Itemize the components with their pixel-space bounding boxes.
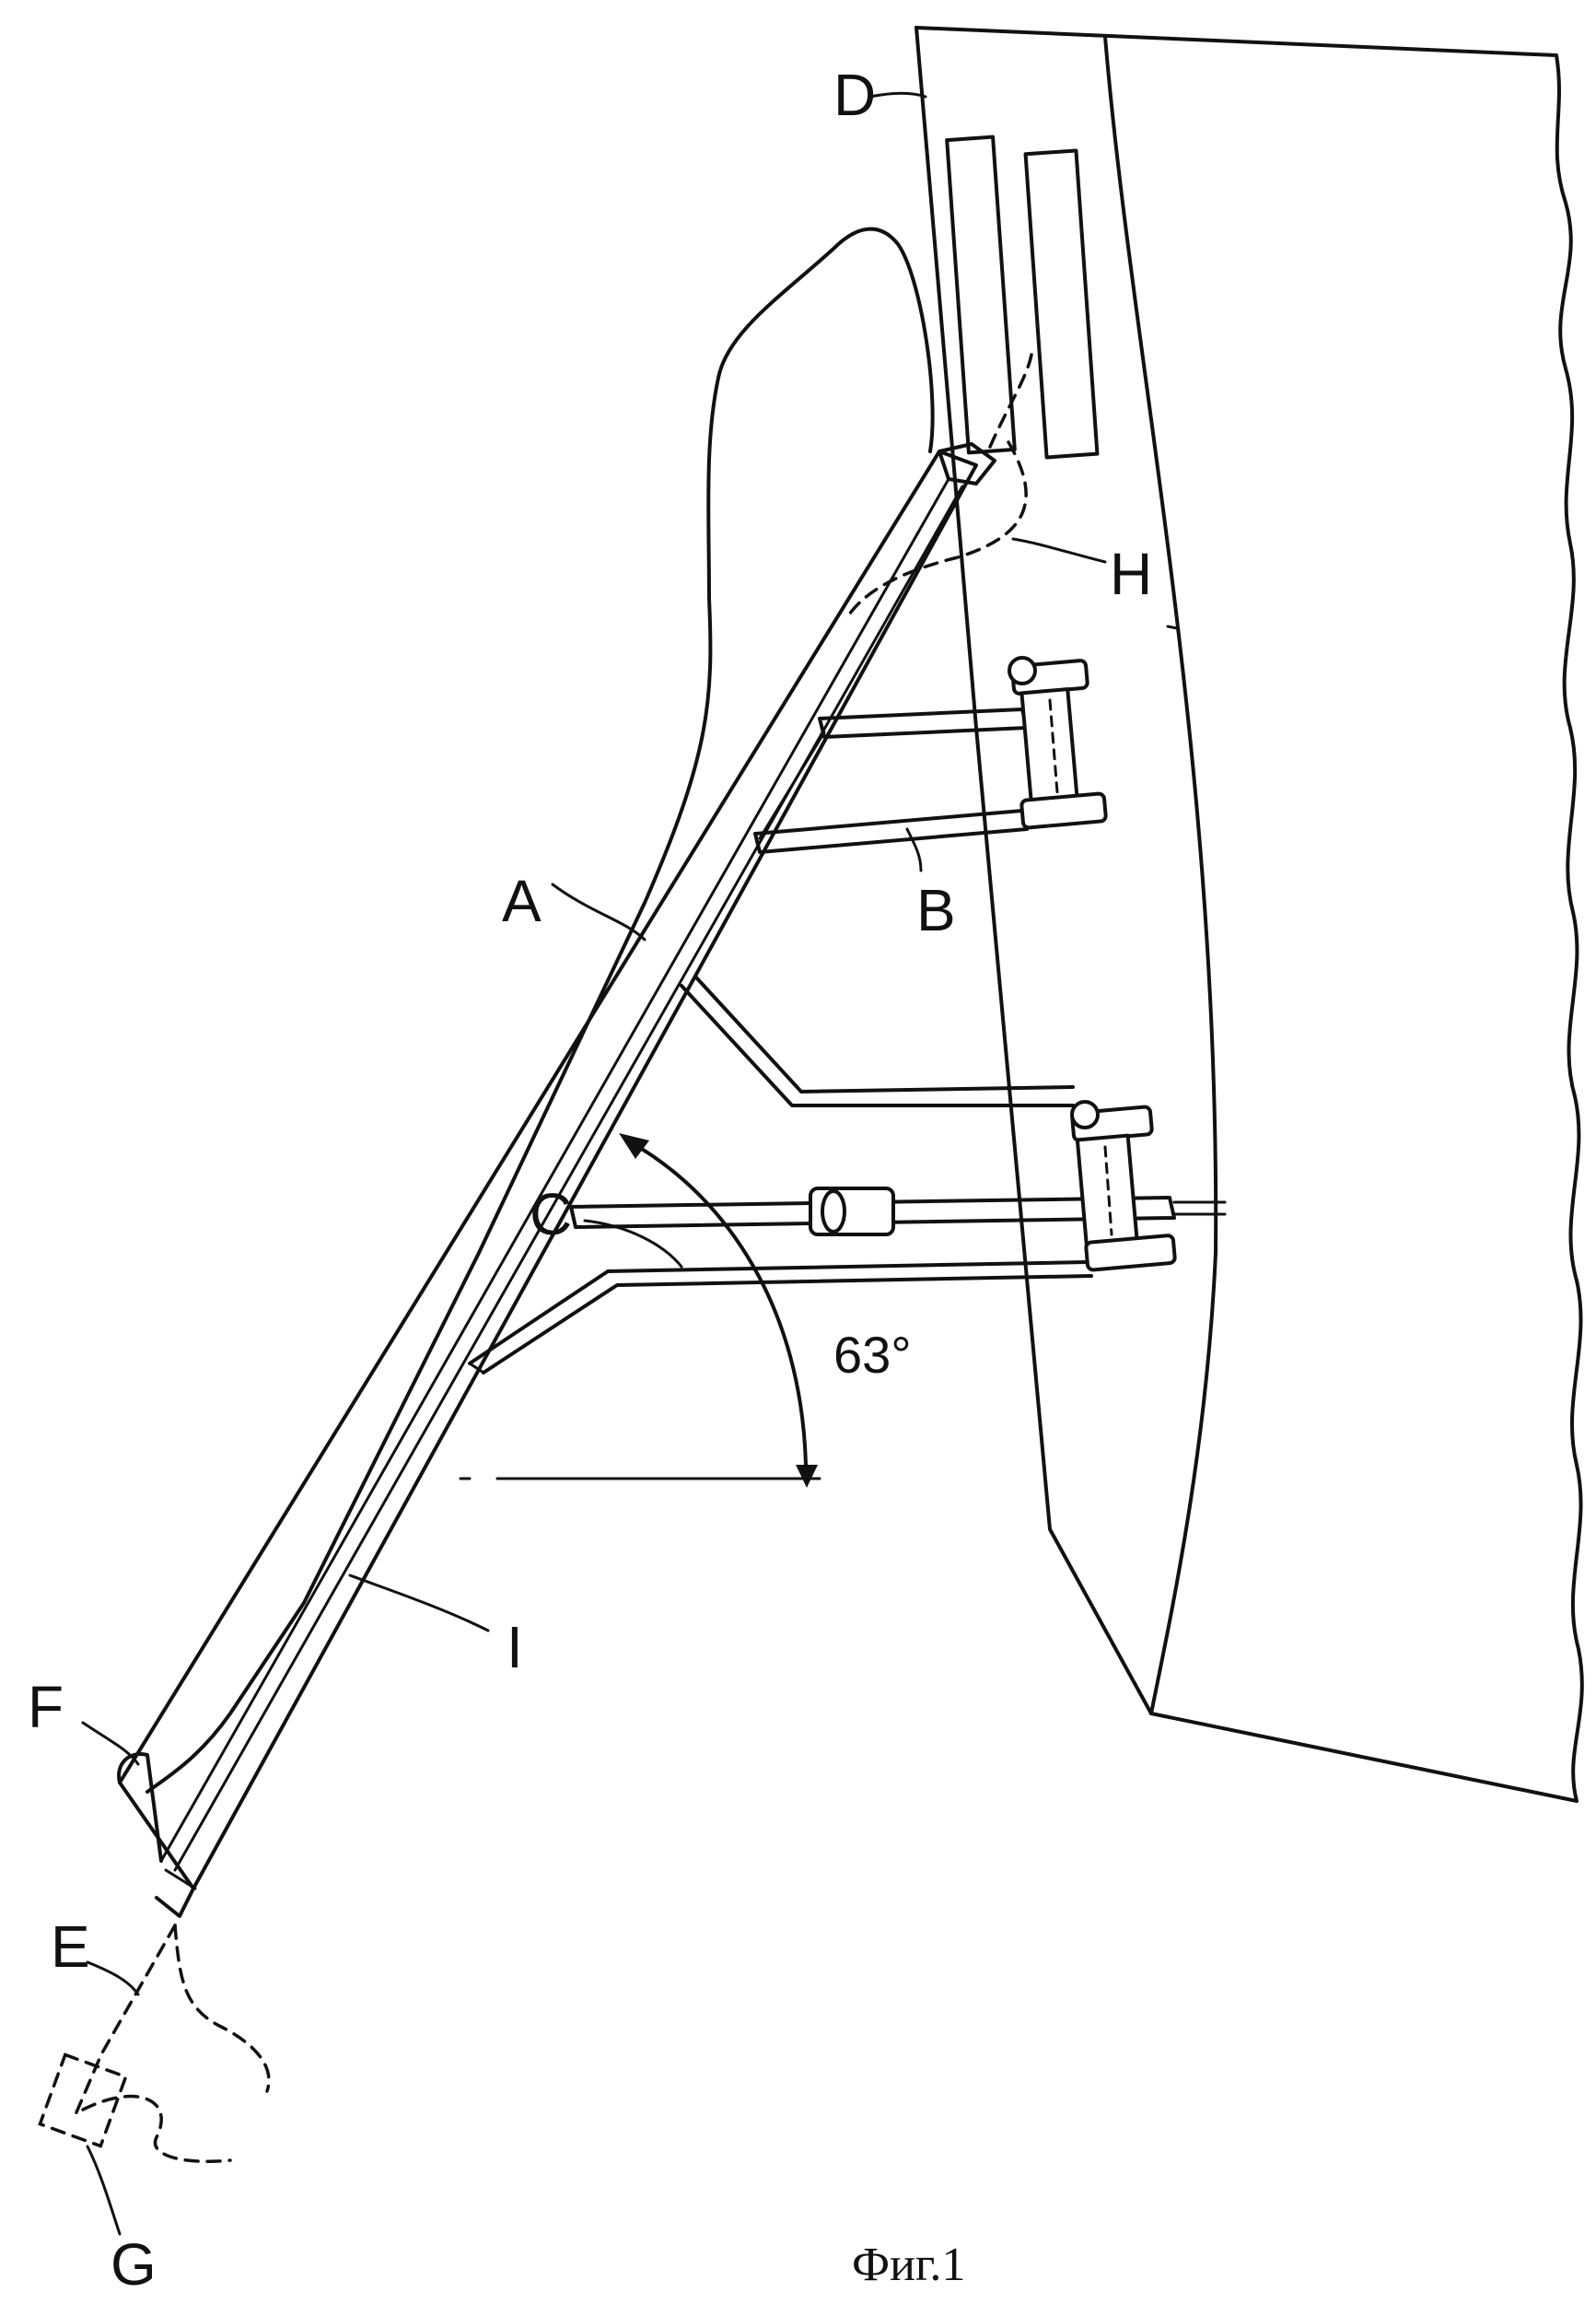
support-b [755, 658, 1106, 852]
dashed-h [847, 355, 1031, 617]
label-i: I [507, 1614, 523, 1680]
figure-caption: Фиг.1 [852, 2239, 965, 2291]
label-d: D [833, 62, 876, 128]
label-h: H [1110, 541, 1152, 607]
label-e: E [51, 1913, 90, 1980]
angle-indicator [460, 1133, 820, 1488]
label-c: C [530, 1181, 572, 1247]
ramp-outer-contour [147, 229, 933, 1792]
label-g: G [111, 2231, 157, 2298]
label-b: B [916, 877, 956, 943]
label-f: F [28, 1674, 64, 1740]
label-a: A [502, 868, 542, 934]
ramp-a [119, 444, 995, 1916]
angle-label: 63° [833, 1326, 912, 1384]
hull-body-d [916, 28, 1582, 1801]
